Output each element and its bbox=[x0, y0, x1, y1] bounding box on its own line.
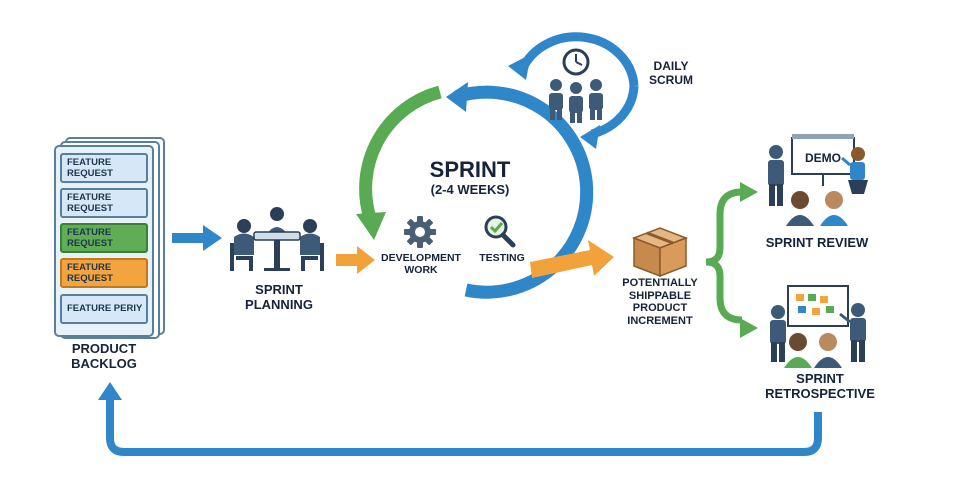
arrow-backlog-to-planning bbox=[172, 225, 222, 251]
box-icon bbox=[631, 227, 689, 278]
backlog-card-3: FEATURE REQUEST bbox=[60, 223, 148, 253]
daily-scrum-label: DAILY SCRUM bbox=[649, 59, 693, 87]
presentation-board-icon bbox=[791, 134, 855, 186]
sprint-retrospective-label: SPRINT RETROSPECTIVE bbox=[765, 371, 875, 401]
magnifier-check-icon bbox=[484, 215, 516, 248]
testing-label: TESTING bbox=[479, 252, 525, 264]
backlog-card-2: FEATURE REQUEST bbox=[60, 188, 148, 218]
review-board-text: DEMO bbox=[805, 151, 841, 165]
shippable-increment-label: POTENTIALLY SHIPPABLE PRODUCT INCREMENT bbox=[622, 277, 698, 327]
feedback-loop-arrow bbox=[98, 382, 822, 456]
sprint-cycle-green-arc bbox=[356, 85, 442, 240]
sprint-title: SPRINT bbox=[429, 157, 511, 182]
product-backlog-label: PRODUCT BACKLOG bbox=[71, 341, 137, 371]
planning-meeting-icon bbox=[230, 207, 324, 271]
backlog-card-1: FEATURE REQUEST bbox=[60, 153, 148, 183]
retro-board-icon bbox=[787, 285, 849, 327]
daily-scrum-loop bbox=[508, 32, 639, 149]
standup-people-icon bbox=[549, 79, 603, 123]
arrow-sprint-to-increment bbox=[530, 240, 614, 278]
clock-icon bbox=[562, 48, 590, 76]
increment-fork-arrows bbox=[705, 182, 758, 338]
sprint-duration: (2-4 WEEKS) bbox=[430, 182, 510, 197]
gear-icon bbox=[404, 216, 436, 248]
arrow-planning-to-development bbox=[336, 246, 375, 274]
presenter-people-icon bbox=[768, 145, 868, 226]
backlog-card-5: FEATURE PERIY bbox=[60, 294, 148, 324]
retro-people-icon bbox=[770, 303, 866, 368]
backlog-card-4: FEATURE REQUEST bbox=[60, 258, 148, 288]
sprint-cycle-blue-arc bbox=[446, 82, 594, 299]
sprint-review-label: SPRINT REVIEW bbox=[765, 235, 869, 250]
development-work-label: DEVELOPMENT WORK bbox=[381, 252, 461, 277]
sprint-planning-label: SPRINT PLANNING bbox=[245, 282, 313, 312]
